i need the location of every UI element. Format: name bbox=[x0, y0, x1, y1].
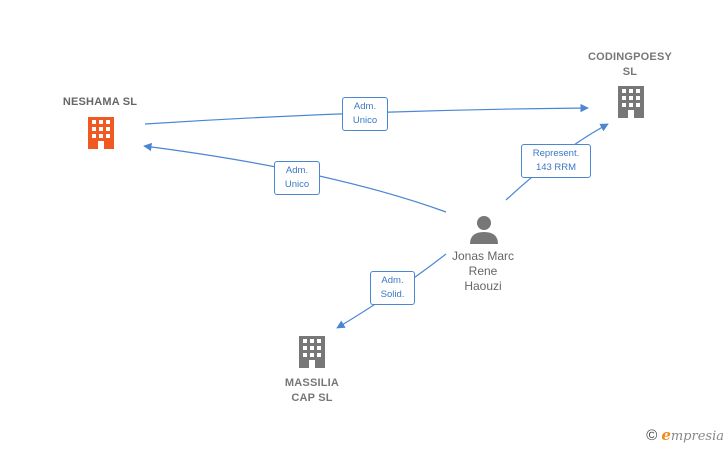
edge-label-adm-unico-middle: Adm. Unico bbox=[274, 161, 320, 195]
neshama-label[interactable]: NESHAMA SL bbox=[62, 96, 138, 108]
codingpoesy-label[interactable]: CODINGPOESY SL bbox=[587, 51, 673, 78]
person-icon[interactable] bbox=[470, 216, 498, 244]
neshama-building-icon[interactable] bbox=[88, 117, 114, 149]
brand-logo: empresia bbox=[661, 426, 724, 444]
edge-label-represent: Represent. 143 RRM bbox=[521, 144, 591, 178]
person-label[interactable]: Jonas Marc Rene Haouzi bbox=[451, 249, 515, 293]
codingpoesy-building-icon[interactable] bbox=[618, 86, 644, 118]
copyright-icon: © bbox=[646, 426, 658, 444]
edge-label-adm-solid: Adm. Solid. bbox=[370, 271, 415, 305]
edge-label-adm-unico-top: Adm. Unico bbox=[342, 97, 388, 131]
massilia-label[interactable]: MASSILIA CAP SL bbox=[284, 377, 340, 404]
footer-brand: © empresia bbox=[646, 426, 724, 444]
massilia-building-icon[interactable] bbox=[299, 336, 325, 368]
